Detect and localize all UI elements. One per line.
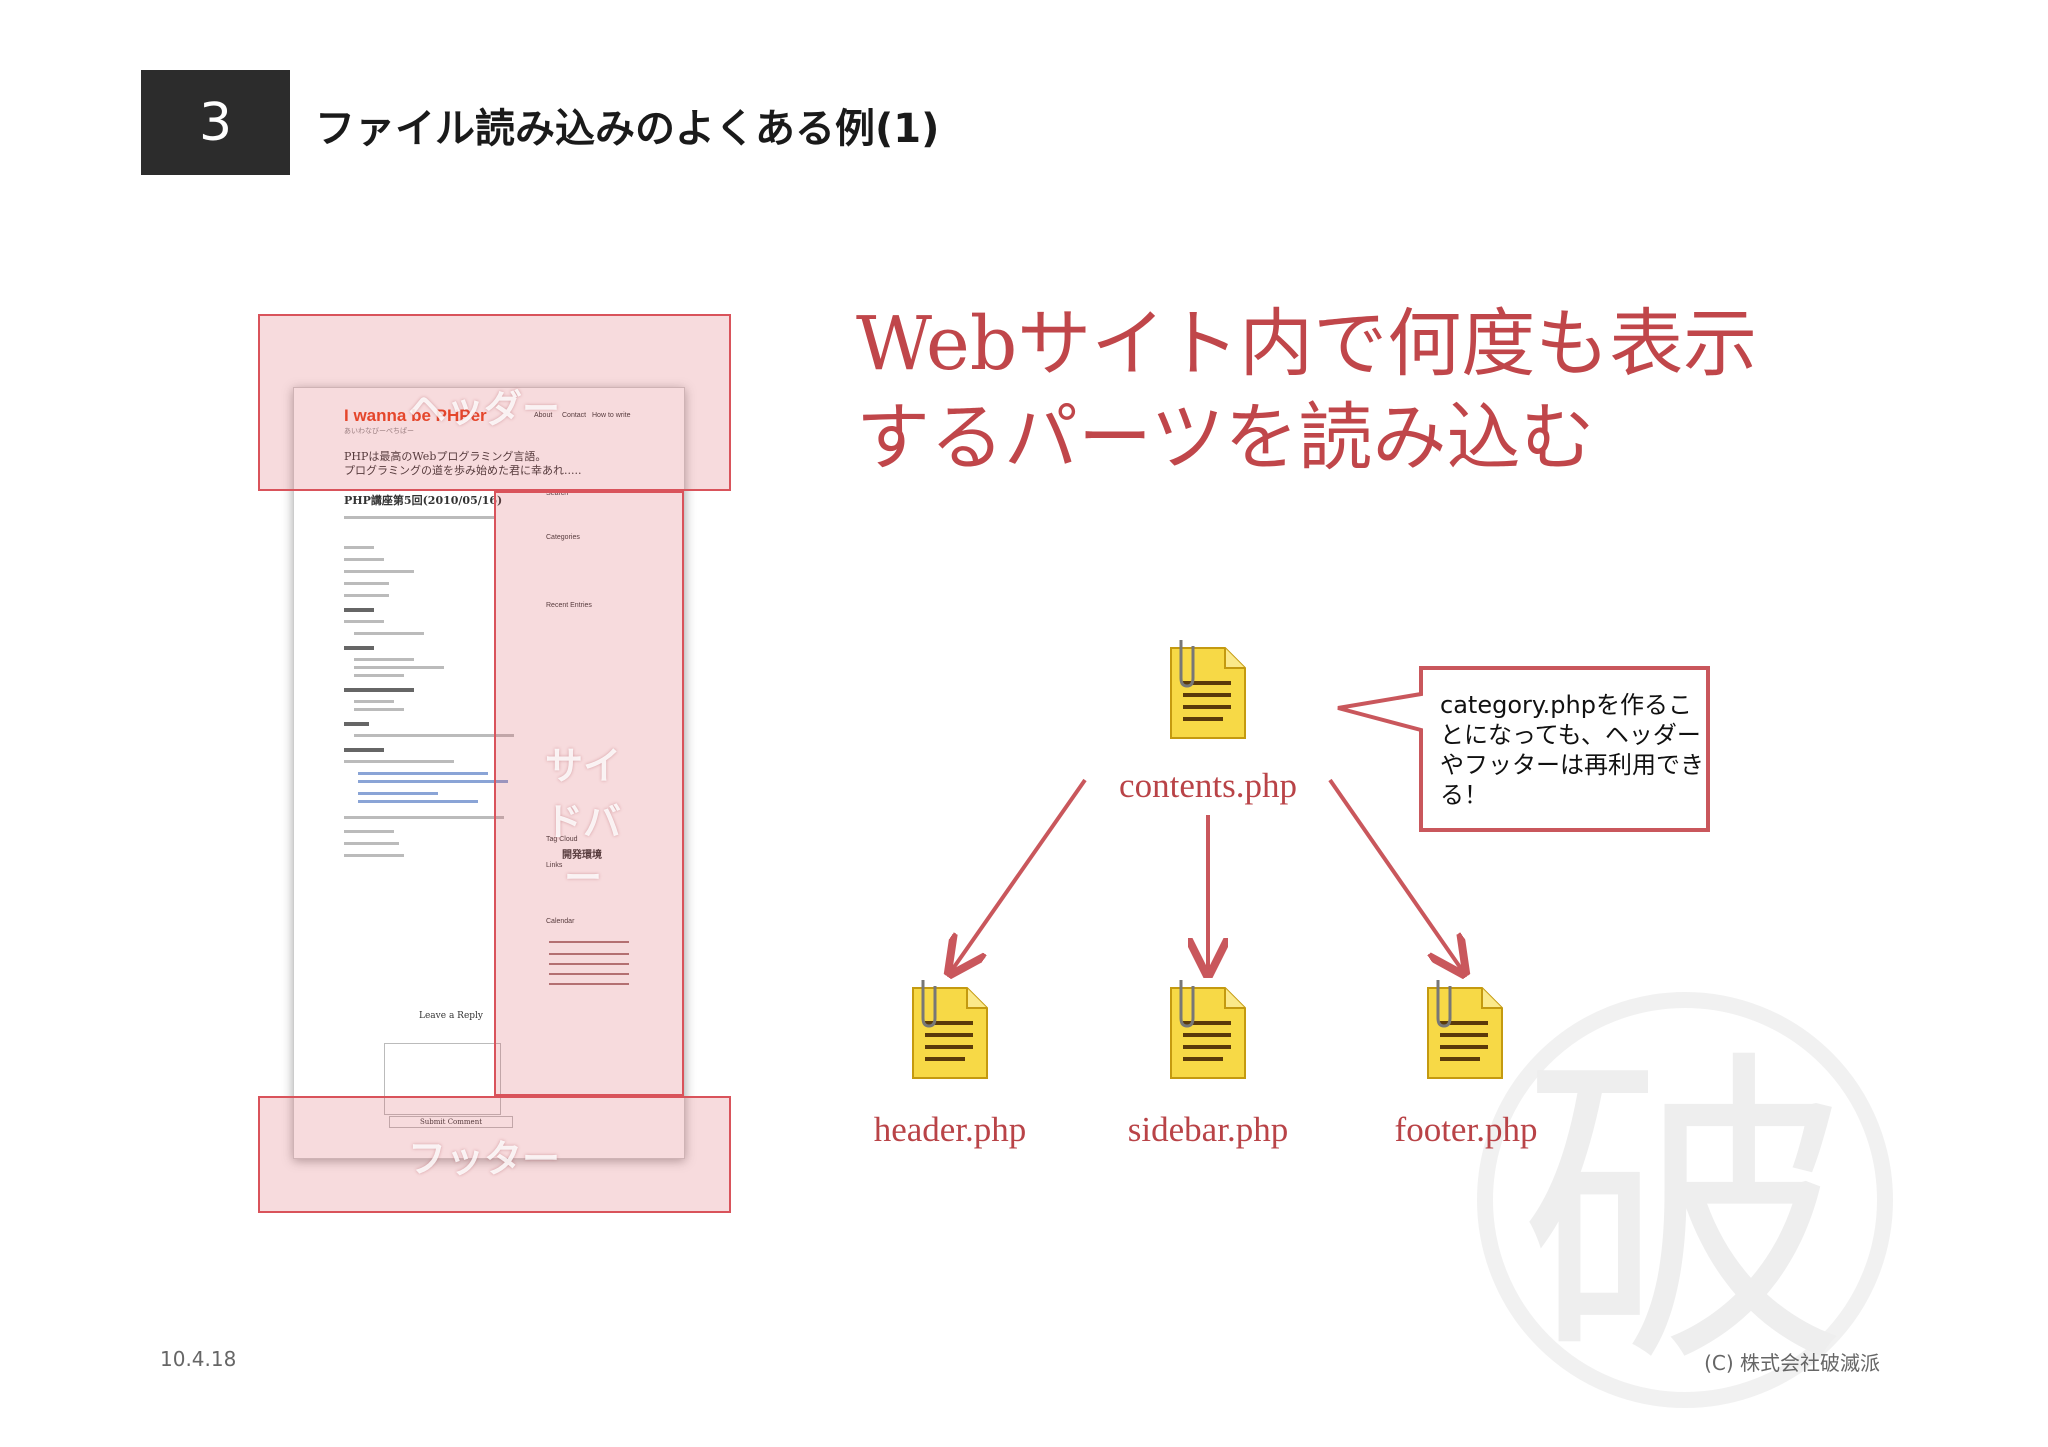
mock-tagline-2: プログラミングの道を歩み始めた君に幸あれ.....	[344, 464, 582, 477]
sidebar-region-label: サイドバー	[544, 744, 621, 900]
headline: Webサイト内で何度も表示 するパーツを読み込む	[856, 297, 1856, 485]
mock-tagcloud-item: 開発環境	[562, 850, 602, 861]
mock-sidebar-links: Links	[546, 862, 563, 869]
header-region-label: ヘッダー	[408, 387, 561, 431]
mock-nav-about: About	[534, 412, 553, 419]
mock-nav-contact: Contact	[562, 412, 587, 419]
sidebar-region	[494, 491, 684, 1096]
mock-nav-how-to-write: How to write	[592, 412, 631, 419]
mock-sidebar-recent: Recent Entries	[546, 602, 592, 609]
footer-region-label: フッター	[408, 1137, 561, 1181]
arrow-to-header	[952, 778, 1087, 970]
arrow-to-footer	[1328, 778, 1462, 970]
mock-sidebar-search: Search	[546, 490, 569, 497]
mock-sidebar-tagcloud: Tag Cloud	[546, 836, 578, 843]
callout-bubble	[1337, 666, 1710, 832]
callout-text: category.phpを作ることになっても、ヘッダーやフッターは再利用できる！	[1440, 691, 1704, 809]
slide-title: ファイル読み込みのよくある例(1)	[315, 106, 940, 152]
slide-number: 3	[141, 70, 290, 175]
mock-comment-box	[384, 1043, 501, 1115]
footer-php-label: footer.php	[1394, 1110, 1538, 1149]
mock-sidebar-calendar: Calendar	[546, 918, 575, 925]
mock-sidebar-categories: Categories	[546, 534, 580, 541]
footer-region	[258, 1096, 731, 1213]
mock-post-body	[344, 516, 514, 857]
mock-site-subtitle: あいわなびーぺちぱー	[344, 427, 414, 435]
mock-site-title: I wanna be PHPer	[344, 406, 487, 425]
watermark-logo: 破	[1477, 992, 1893, 1408]
headline-line-2: するパーツを読み込む	[856, 395, 1595, 481]
document-clip-icon	[1170, 640, 1246, 739]
website-mockup: I wanna be PHPer あいわなびーぺちぱー About Contac…	[293, 387, 685, 1159]
mock-post-title: PHP講座第5回(2010/05/16)	[344, 494, 503, 507]
watermark-text: 破	[1520, 1024, 1850, 1408]
footer-date: 10.4.18	[160, 1347, 237, 1371]
mock-tagline-1: PHPは最高のWebプログラミング言語。	[344, 450, 547, 463]
mock-submit-button: Submit Comment	[389, 1116, 514, 1128]
sidebar-php-label: sidebar.php	[1127, 1110, 1289, 1149]
header-php-label: header.php	[873, 1110, 1027, 1149]
headline-line-1: Webサイト内で何度も表示	[856, 301, 1758, 387]
mock-leave-reply: Leave a Reply	[419, 1011, 483, 1021]
contents-php-label: contents.php	[1119, 766, 1297, 805]
document-clip-icon	[1170, 980, 1246, 1079]
footer-copyright: (C) 株式会社破滅派	[1704, 1351, 1880, 1375]
header-region	[258, 314, 731, 491]
mock-calendar-grid	[549, 941, 629, 985]
document-clip-icon	[912, 980, 988, 1079]
document-clip-icon	[1427, 980, 1503, 1079]
